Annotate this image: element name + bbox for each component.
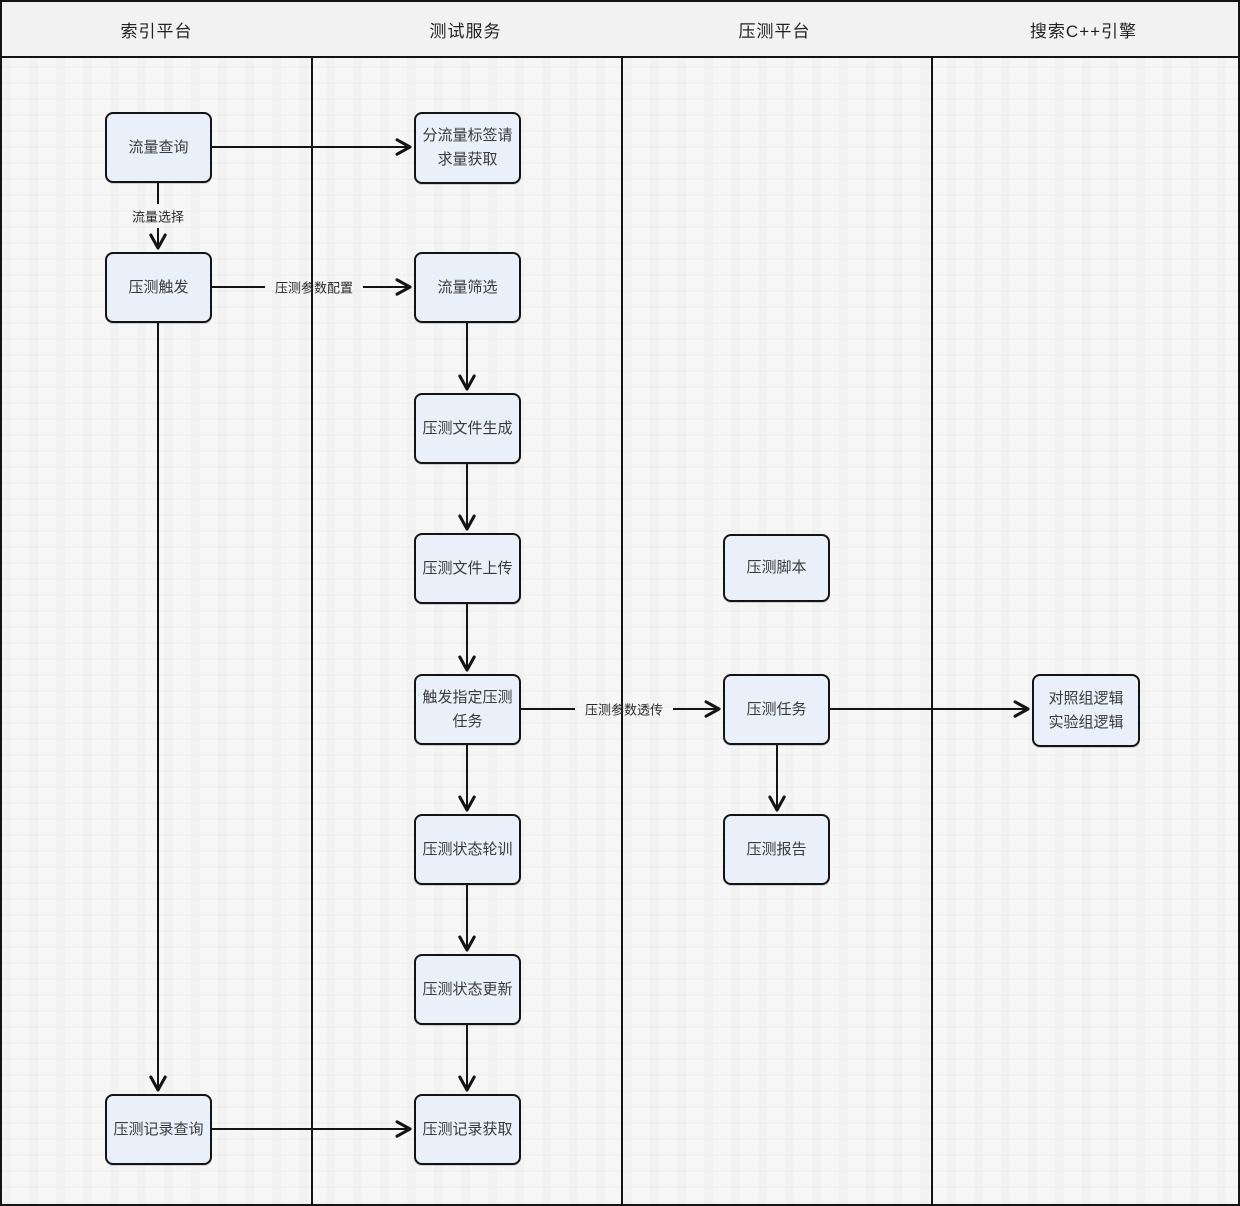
flow-node-traffic-filter: 流量筛选 <box>414 252 521 323</box>
flow-node-loadtest-status-poll: 压测状态轮训 <box>414 814 521 885</box>
edge-label-traffic-query-to-loadtest-trigger: 流量选择 <box>131 209 185 225</box>
flow-node-loadtest-record-query: 压测记录查询 <box>105 1094 212 1165</box>
flow-node-trigger-specified-task: 触发指定压测 任务 <box>414 674 521 745</box>
flow-node-loadtest-script: 压测脚本 <box>723 534 830 602</box>
flow-node-loadtest-trigger: 压测触发 <box>105 252 212 323</box>
flow-node-loadtest-report: 压测报告 <box>723 814 830 885</box>
edge-label-loadtest-trigger-to-traffic-filter: 压测参数配置 <box>274 280 354 296</box>
edge-label-trigger-specified-task-to-loadtest-task: 压测参数透传 <box>584 702 664 718</box>
flow-node-traffic-query: 流量查询 <box>105 112 212 183</box>
flow-node-loadtest-status-update: 压测状态更新 <box>414 954 521 1025</box>
flow-node-loadtest-task: 压测任务 <box>723 674 830 745</box>
lane-headers: 索引平台 测试服务 压测平台 搜索C++引擎 <box>2 2 1238 58</box>
flow-node-split-tag-request-volume: 分流量标签请 求量获取 <box>414 112 521 184</box>
flow-node-loadtest-file-generate: 压测文件生成 <box>414 393 521 464</box>
lane-header-loadtest-platform: 压测平台 <box>738 21 811 41</box>
lane-header-index-platform: 索引平台 <box>120 21 193 41</box>
lane-header-test-service: 测试服务 <box>429 21 502 41</box>
flow-node-loadtest-record-fetch: 压测记录获取 <box>414 1094 521 1165</box>
flow-node-loadtest-file-upload: 压测文件上传 <box>414 533 521 604</box>
lane-header-search-cpp-engine: 搜索C++引擎 <box>1029 21 1138 41</box>
flow-node-control-experiment-logic: 对照组逻辑 实验组逻辑 <box>1032 674 1140 747</box>
